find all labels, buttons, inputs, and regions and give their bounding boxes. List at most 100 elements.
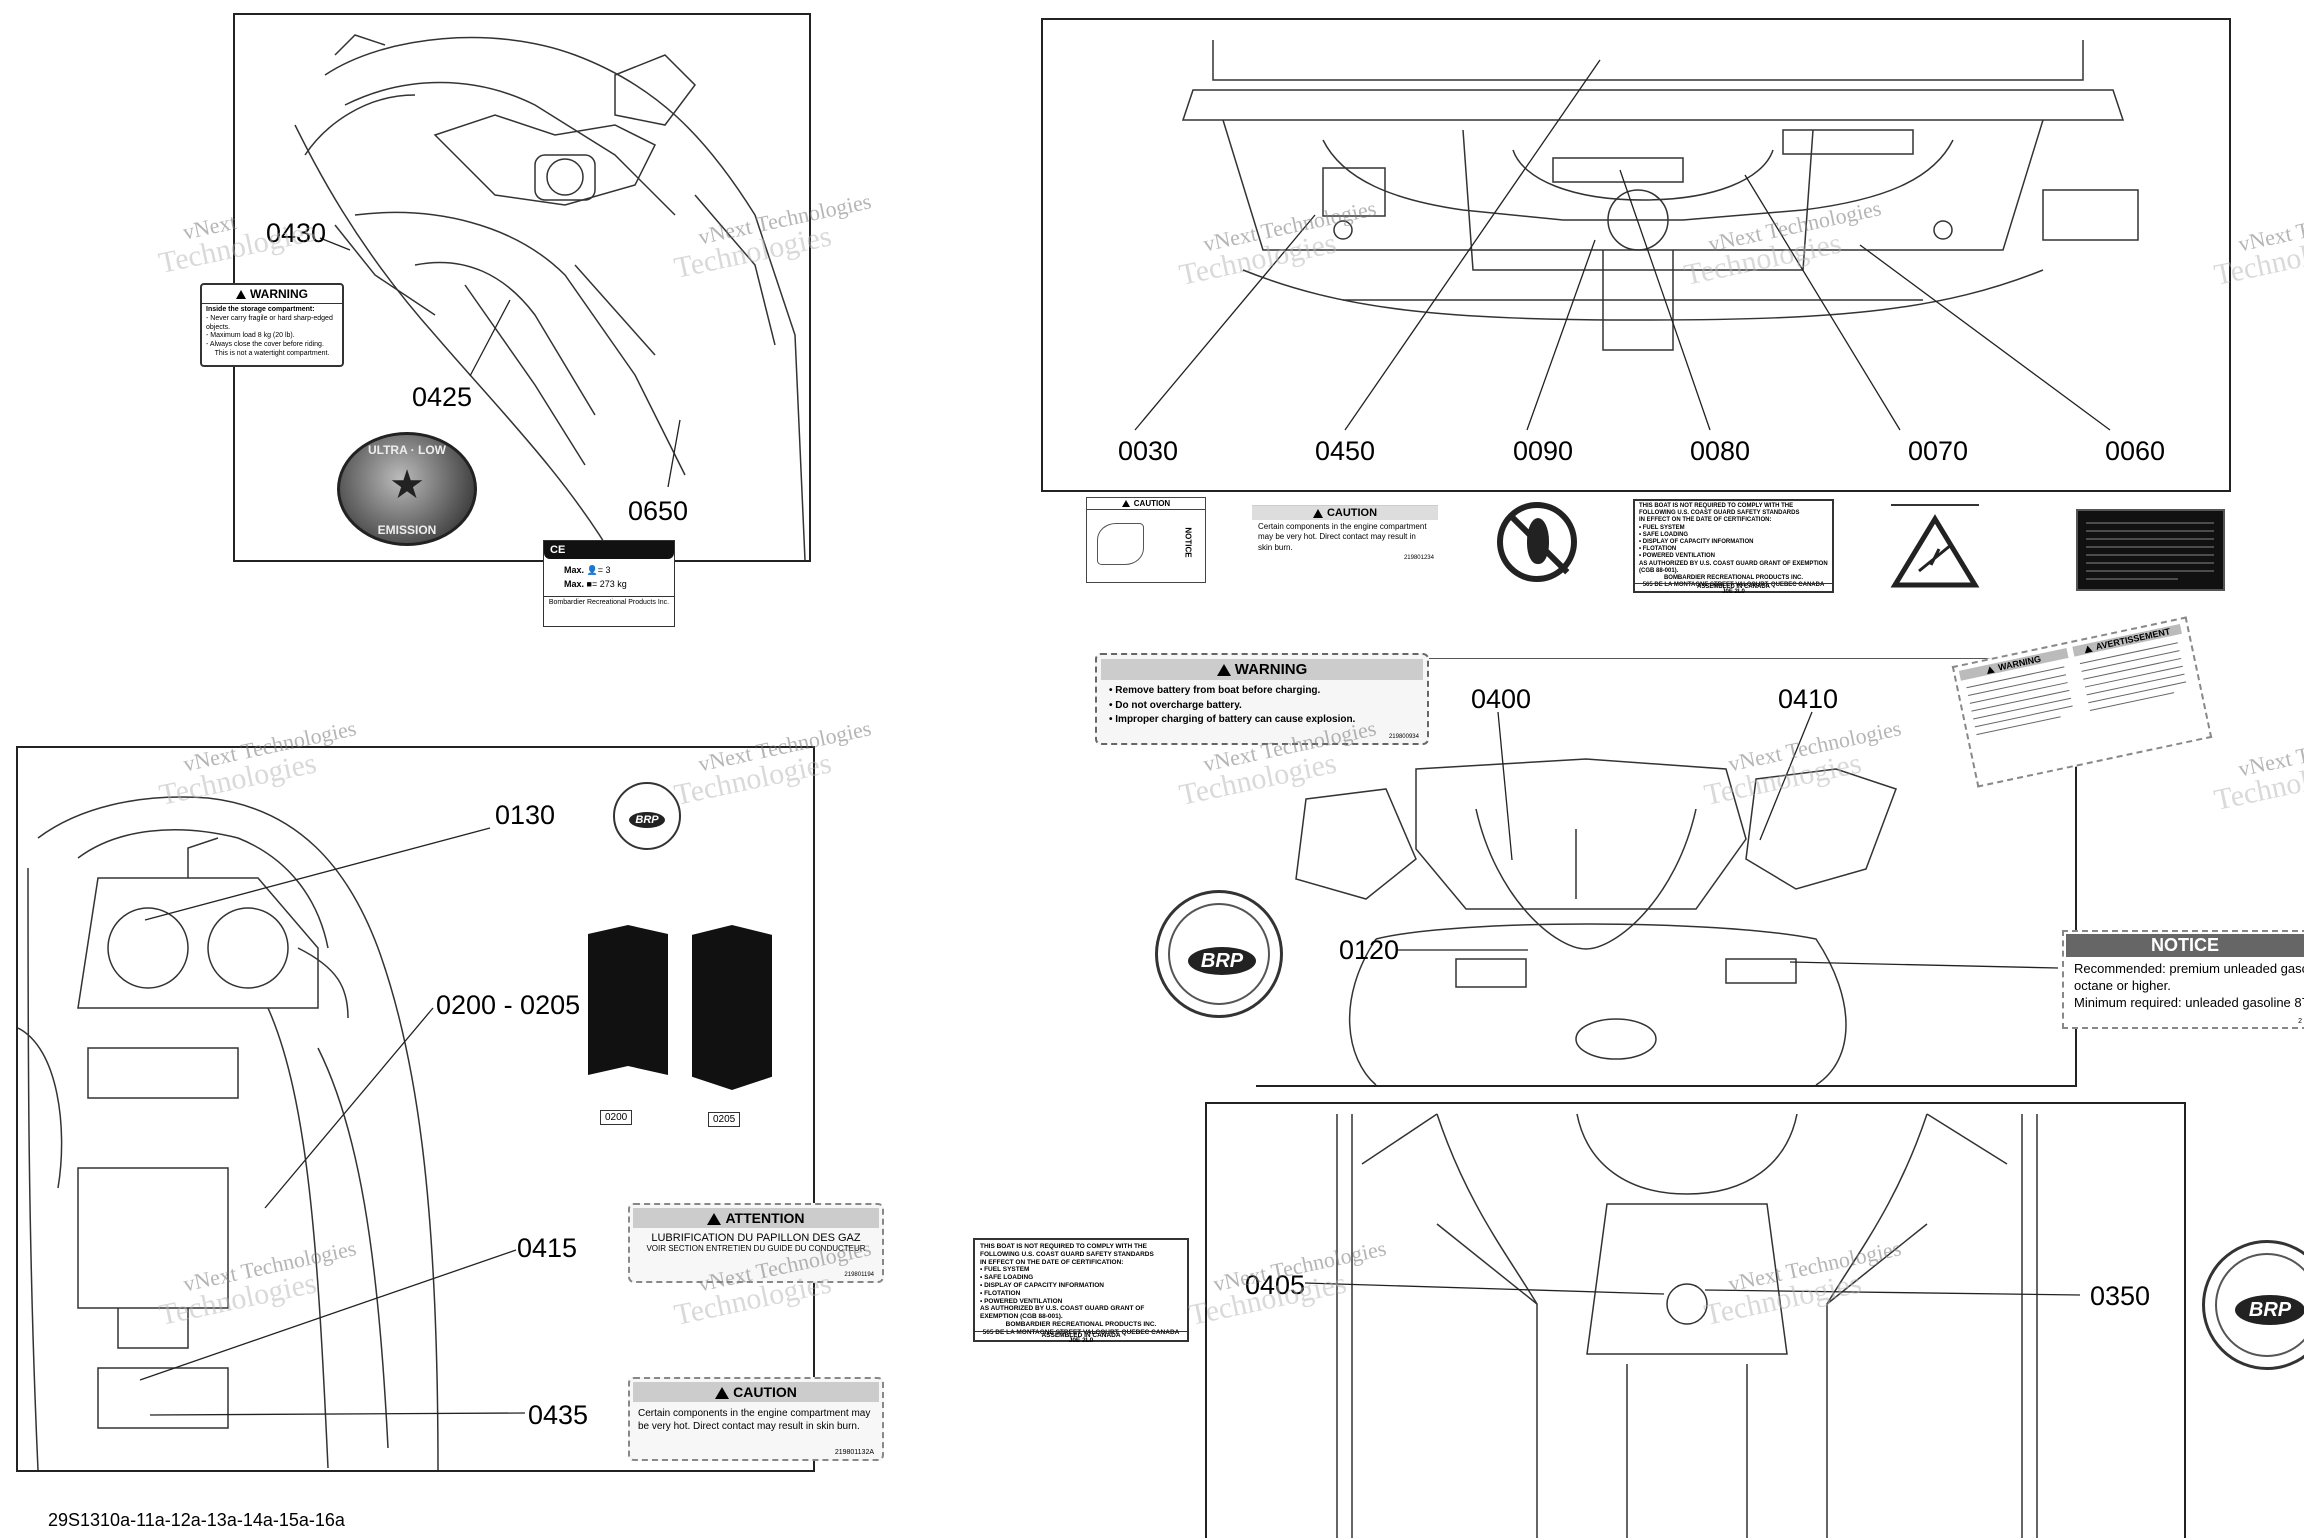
emission-badge-bottom: EMISSION (377, 523, 437, 537)
caution-notice-side-label: NOTICE (1183, 527, 1193, 558)
panel-bottom-left (16, 746, 815, 1472)
uscg-bottom-item-3: • DISPLAY OF CAPACITY INFORMATION (980, 1281, 1104, 1289)
emission-badge-top: ULTRA · LOW (368, 443, 446, 457)
star-icon: ★ (389, 463, 425, 507)
notice-fuel-line-2: octane or higher. (2074, 977, 2171, 993)
uscg-bottom-item-1: • FUEL SYSTEM (980, 1266, 1030, 1274)
uscg-top-item-5: • POWERED VENTILATION (1639, 553, 1715, 560)
attention-line-2: VOIR SECTION ENTRETIEN DU GUIDE DU CONDU… (646, 1244, 866, 1253)
uscg-top-line-1: THIS BOAT IS NOT REQUIRED TO COMPLY WITH… (1639, 503, 1794, 509)
capacity-decal: CE Max. 👤= 3 Max. ■= 273 kg Bombardier R… (543, 540, 675, 627)
notice-fuel-line-1: Recommended: premium unleaded gasoline 9 (2074, 961, 2304, 976)
caution-hot-top-header: CAUTION (1326, 507, 1378, 519)
warning-storage-subheader: Inside the storage compartment: (206, 306, 315, 313)
warning-storage-header: WARNING (250, 287, 308, 301)
attention-throttle-decal: ATTENTION LUBRIFICATION DU PAPILLON DES … (628, 1203, 884, 1283)
callout-0350: 0350 (2090, 1281, 2151, 1311)
panel-top-right (1041, 18, 2231, 492)
diagram-code: 29S1310a-11a-12a-13a-14a-15a-16a (48, 1510, 345, 1530)
uscg-top-assembled: ASSEMBLED IN CANADA (1635, 582, 1832, 591)
capacity-max-load-label: Max. (564, 579, 585, 590)
capacity-load-value: = 273 kg (591, 579, 627, 590)
callout-0130: 0130 (495, 800, 556, 830)
load-icon: ■ (586, 579, 592, 590)
attention-line-1: LUBRIFICATION DU PAPILLON DES GAZ (651, 1232, 861, 1244)
uscg-bottom-item-4: • FLOTATION (980, 1289, 1021, 1297)
attention-header: ATTENTION (725, 1210, 805, 1226)
notice-fuel-decal: NOTICE Recommended: premium unleaded gas… (2062, 930, 2304, 1029)
brp-emblem-small: BRP (613, 782, 681, 850)
uscg-top-item-2: • SAFE LOADING (1639, 531, 1689, 538)
uscg-top-company: BOMBARDIER RECREATIONAL PRODUCTS INC. (1663, 574, 1804, 581)
callout-0070: 0070 (1908, 436, 1969, 466)
caution-hot-bottom-code: 219801132A (834, 1449, 874, 1456)
uscg-top-item-1: • FUEL SYSTEM (1639, 524, 1685, 531)
vehicle-icon (1097, 523, 1144, 565)
capacity-max-people-label: Max. (564, 565, 585, 575)
callout-0060: 0060 (2105, 436, 2166, 466)
callout-0410: 0410 (1778, 684, 1839, 714)
callout-0450: 0450 (1315, 436, 1376, 466)
uscg-bottom-line-1: THIS BOAT IS NOT REQUIRED TO COMPLY WITH… (980, 1243, 1147, 1250)
jetski-rear-drawing (1181, 40, 2139, 351)
uscg-bottom-auth: AS AUTHORIZED BY U.S. COAST GUARD GRANT … (980, 1305, 1145, 1321)
warning-battery-line-3: • Improper charging of battery can cause… (1109, 714, 1356, 725)
warning-battery-code: 219800934 (1388, 734, 1419, 740)
jetski-side-drawing (294, 34, 806, 560)
callout-0405: 0405 (1245, 1270, 1306, 1300)
callout-0425: 0425 (412, 382, 473, 412)
brp-emblem-bottom: BRP (2202, 1240, 2304, 1370)
uscg-bottom-item-2: • SAFE LOADING (980, 1274, 1034, 1282)
caution-hot-decal-bottom: CAUTION Certain components in the engine… (628, 1377, 884, 1461)
callout-0030: 0030 (1118, 436, 1179, 466)
callout-0090: 0090 (1513, 436, 1574, 466)
uscg-top-line-2: FOLLOWING U.S. COAST GUARD SAFETY STANDA… (1639, 510, 1800, 517)
warning-battery-line-1: • Remove battery from boat before chargi… (1109, 685, 1321, 696)
warning-battery-header: WARNING (1234, 661, 1308, 678)
brp-logo-text-middle: BRP (1188, 947, 1256, 975)
no-step-icon (1497, 502, 1577, 582)
warning-storage-decal: WARNING Inside the storage compartment: … (200, 283, 344, 367)
sticker-label-0205: 0205 (708, 1112, 741, 1127)
warning-storage-footer: This is not a watertight compartment. (214, 349, 330, 357)
person-icon: 👤 (586, 565, 598, 575)
callout-0200-0205: 0200 - 0205 (436, 990, 581, 1020)
jetski-front-drawing (18, 796, 439, 1470)
capacity-header: CE (544, 541, 674, 559)
brp-logo-text-bottom: BRP (2235, 1295, 2304, 1325)
callout-0400: 0400 (1471, 684, 1532, 714)
hot-surface-warning-icon (1889, 501, 1981, 589)
bilingual-warning-decal: WARNING AVERTISSEMENT (1951, 616, 2213, 788)
ultra-low-emission-badge: ULTRA · LOW ★ EMISSION (337, 432, 477, 546)
uscg-exemption-decal-top: THIS BOAT IS NOT REQUIRED TO COMPLY WITH… (1633, 499, 1834, 596)
callout-0080: 0080 (1690, 436, 1751, 466)
panel-bottom-right (1205, 1102, 2186, 1538)
brp-logo-text-small: BRP (629, 812, 665, 828)
notice-fuel-code: 2 (2298, 1018, 2302, 1025)
uscg-exemption-decal-bottom: THIS BOAT IS NOT REQUIRED TO COMPLY WITH… (973, 1238, 1189, 1344)
warning-storage-line-1: - Never carry fragile or hard sharp-edge… (206, 314, 333, 331)
caution-hot-decal-top: CAUTION Certain components in the engine… (1252, 505, 1438, 566)
uscg-bottom-company: BOMBARDIER RECREATIONAL PRODUCTS INC. (1005, 1320, 1157, 1328)
uscg-bottom-address: 565 DE LA MONTAGNE STREET VALCOURT, QUEB… (982, 1328, 1180, 1344)
warning-battery-line-2: • Do not overcharge battery. (1109, 699, 1242, 711)
notice-fuel-line-3: Minimum required: unleaded gasoline 87 p… (2074, 994, 2304, 1010)
uscg-top-item-4: • FLOTATION (1639, 546, 1677, 553)
caution-hot-top-code: 219801234 (1403, 555, 1434, 562)
callout-0650: 0650 (628, 496, 689, 526)
uscg-bottom-line-2: FOLLOWING U.S. COAST GUARD SAFETY STANDA… (980, 1250, 1154, 1258)
uscg-bottom-assembled: ASSEMBLED IN CANADA (975, 1331, 1187, 1340)
spec-plate-dark (2076, 509, 2225, 591)
caution-hot-bottom-text: Certain components in the engine compart… (638, 1408, 871, 1432)
callout-0430: 0430 (266, 218, 327, 248)
uscg-bottom-item-5: • POWERED VENTILATION (980, 1297, 1063, 1305)
caution-notice-header: CAUTION (1133, 499, 1171, 508)
notice-fuel-header: NOTICE (2066, 934, 2304, 957)
sticker-0205-dark (692, 925, 772, 1090)
attention-code: 219801194 (844, 1272, 874, 1278)
uscg-top-item-3: • DISPLAY OF CAPACITY INFORMATION (1639, 538, 1754, 545)
jetski-storage-drawing (1295, 758, 1897, 1085)
uscg-top-address: 565 DE LA MONTAGNE STREET VALCOURT, QUEB… (1642, 582, 1825, 596)
